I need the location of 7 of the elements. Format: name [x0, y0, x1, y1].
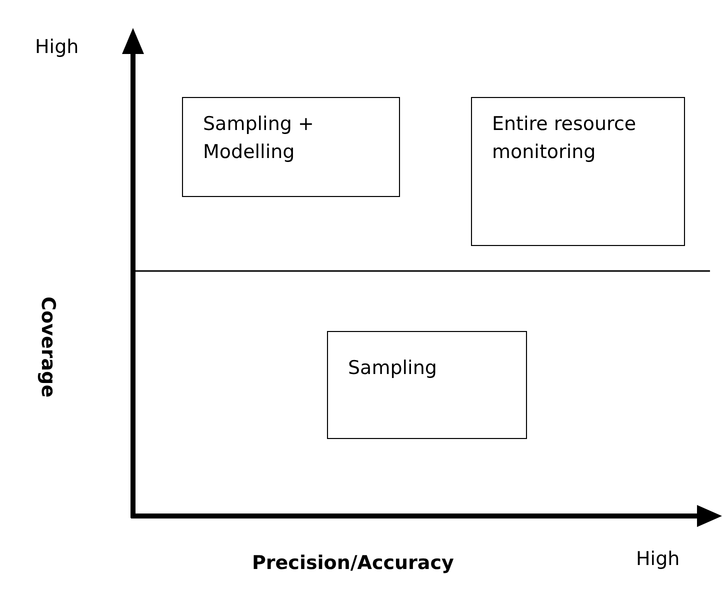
category-box: Sampling	[327, 331, 527, 439]
axis-title: Precision/Accuracy	[252, 552, 454, 574]
axis-title: Coverage	[37, 296, 59, 400]
category-box: Sampling + Modelling	[182, 97, 400, 197]
category-box: Entire resource monitoring	[471, 97, 685, 246]
axis-end-label: High	[636, 548, 680, 570]
axis-end-label: High	[35, 36, 79, 58]
